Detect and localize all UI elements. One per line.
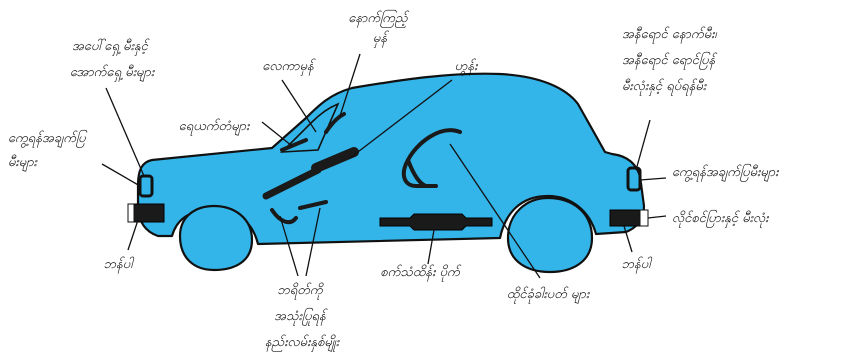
label-seat-belts: ထိုင်ခုံခါးပတ် များ: [507, 286, 591, 304]
label-rear-lights: အနီရောင် နောက်မီး၊ အနီရောင် ရောင်ပြန် မီ…: [622, 26, 721, 96]
label-horn: ဟွန်း: [455, 58, 479, 76]
label-brake-system: ဘရိတ်ကို အသုံးပြုရန် နည်းလမ်းနှစ်မျိုး: [265, 282, 341, 352]
label-rear-signal-lights: ကွေ့ရန်အချက်ပြမီးများ: [672, 163, 780, 182]
label-upper-lower-beams: အပေါ်ရှေ့ မီးနှင့် အောက်ရှေ့ မီးများ: [70, 38, 156, 82]
label-rear-bumper: ဘန်ပါ: [622, 256, 654, 274]
label-windshield: လေကာမှန်: [262, 58, 316, 76]
front-wheel: [180, 206, 252, 270]
car-silhouette: [138, 74, 644, 272]
rear-bumper-part: [610, 210, 644, 226]
label-rear-view-mirror: နောက်ကြည့် မှန်: [348, 9, 411, 48]
rear-wheel: [508, 198, 592, 272]
label-front-signal-lights: ကွေ့ရန်အချက်ပြ မီးများ: [8, 129, 90, 172]
label-front-bumper: ဘန်ပါ: [104, 256, 136, 274]
label-license-plate-light: လိုင်စင်ပြားနှင့် မီးလုံး: [672, 209, 770, 228]
label-wipers: ရေယက်တံများ: [179, 118, 251, 136]
label-exhaust-pipe: စက်သံထိန်း ပိုက်: [380, 264, 462, 282]
